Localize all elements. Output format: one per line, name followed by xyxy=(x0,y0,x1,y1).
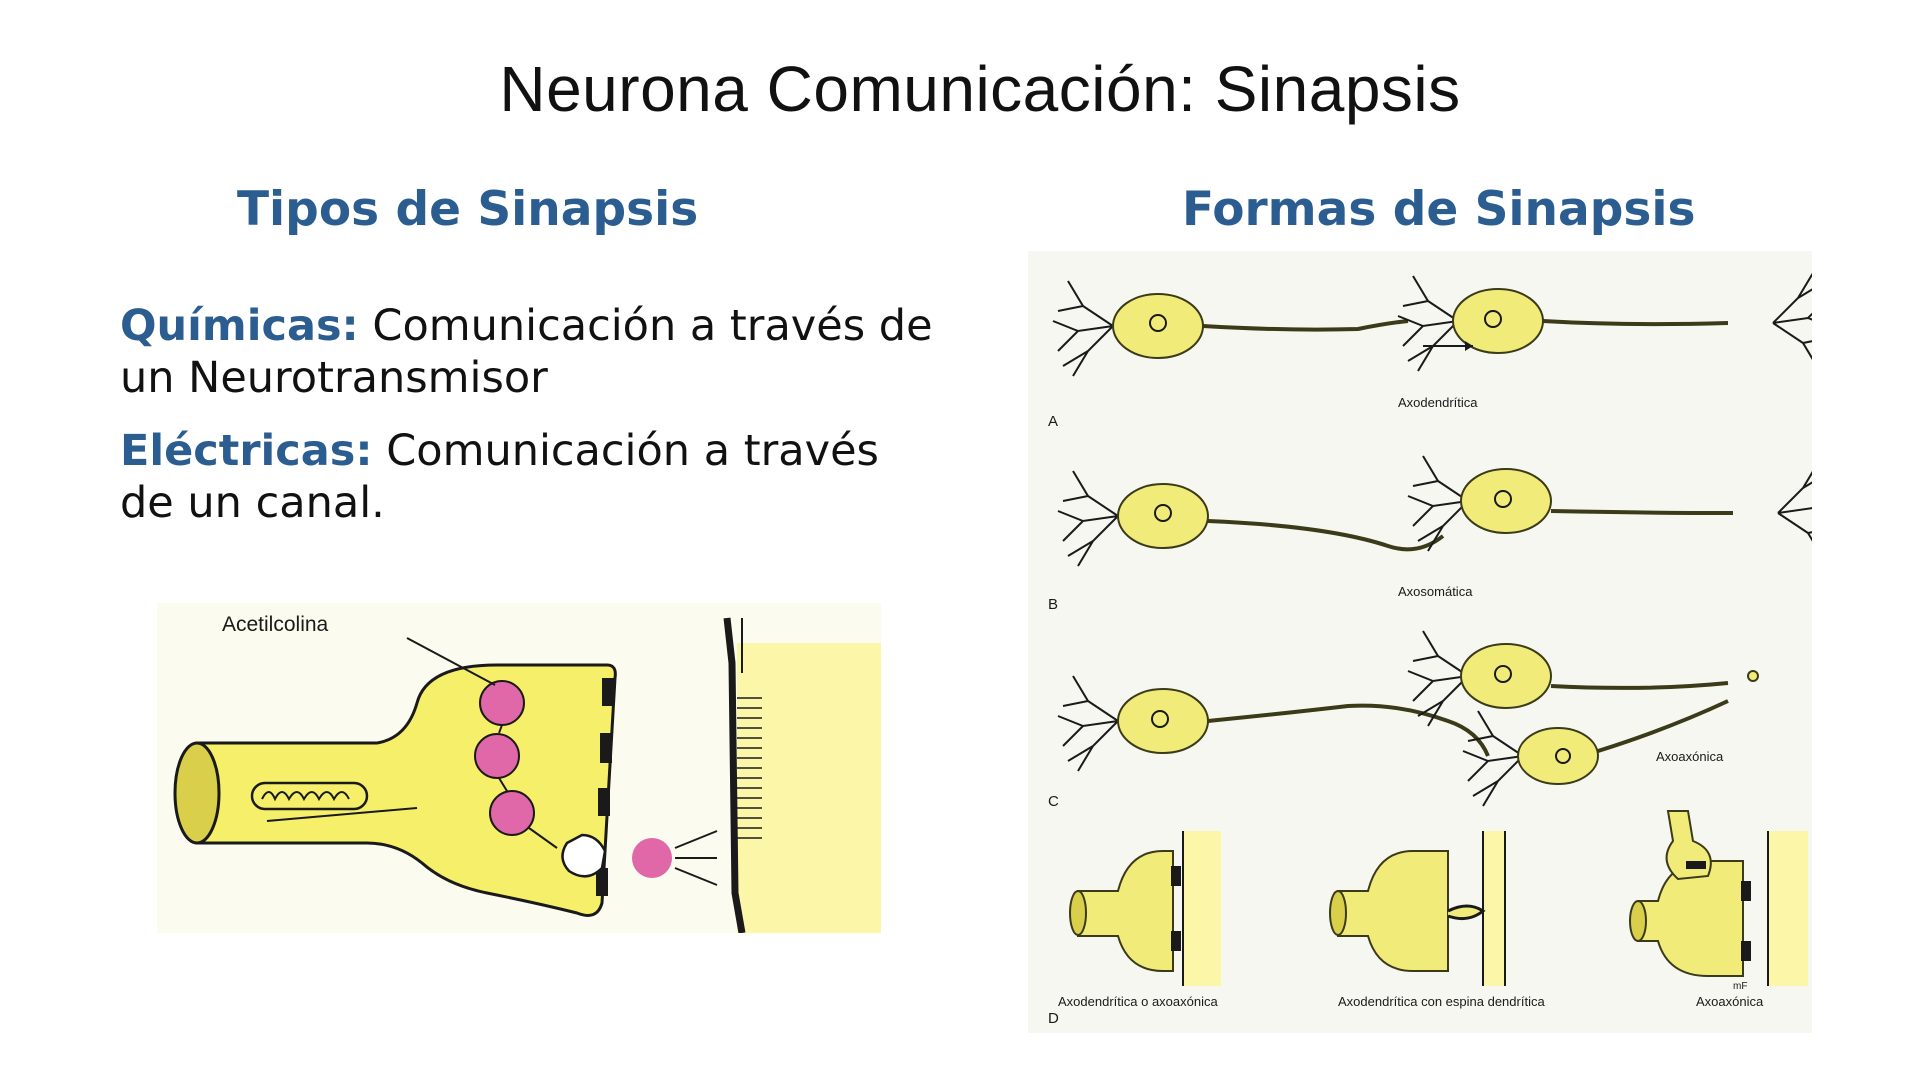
fusing-vesicle xyxy=(561,833,607,878)
arrow-head xyxy=(1465,341,1473,351)
vesicle xyxy=(479,680,525,726)
neuron-soma xyxy=(1460,643,1552,709)
mitochondrion-cristae xyxy=(261,791,350,802)
axon xyxy=(1550,509,1734,515)
caption-axoaxonica: Axoaxónica xyxy=(1656,749,1724,764)
chemical-description: Comunicación a través de un Neurotransmi… xyxy=(120,301,933,403)
axon xyxy=(1597,699,1729,753)
postsynaptic-membrane xyxy=(723,617,746,934)
terminal xyxy=(1077,850,1174,972)
axon xyxy=(1550,681,1729,690)
chemical-term: Químicas: xyxy=(120,301,359,351)
nucleus xyxy=(1154,504,1172,522)
caption-d3: Axoaxónica xyxy=(1696,994,1764,1009)
neuron-soma xyxy=(1517,727,1599,785)
types-heading: Tipos de Sinapsis xyxy=(237,182,699,237)
axon xyxy=(1542,319,1729,327)
artist-signature: mF xyxy=(1733,981,1747,992)
synapse-forms-illustration: Axodendrítica A Axosomática B xyxy=(1048,272,1839,1027)
panel-b: Axosomática B xyxy=(1048,455,1839,613)
axon xyxy=(1207,519,1445,552)
panel-letter-b: B xyxy=(1048,596,1058,613)
released-transmitter xyxy=(632,838,672,878)
caption-axosomatica: Axosomática xyxy=(1398,584,1473,599)
acetylcholine-label: Acetilcolina xyxy=(222,613,329,636)
nucleus xyxy=(1494,490,1512,508)
electrical-term: Eléctricas: xyxy=(120,426,373,476)
dendritic-spine xyxy=(1447,904,1486,921)
microtubule xyxy=(266,807,418,822)
flow-arrows xyxy=(406,637,718,886)
active-zones xyxy=(596,678,614,896)
nucleus xyxy=(1494,665,1512,683)
receptor-fringe xyxy=(737,697,762,839)
panel-a: Axodendrítica A xyxy=(1048,272,1834,430)
neuron-soma xyxy=(1460,468,1552,534)
axon-terminal xyxy=(195,663,617,917)
axon xyxy=(1207,703,1490,757)
neuron-soma xyxy=(1112,293,1204,359)
nucleus xyxy=(1149,314,1167,332)
slide-title: Neurona Comunicación: Sinapsis xyxy=(499,53,1461,125)
axon-terminal xyxy=(1747,670,1759,682)
synapse-terminal-figure: Acetilcolina xyxy=(157,603,881,934)
terminal xyxy=(1637,860,1744,977)
terminal xyxy=(1337,850,1449,972)
synapse-forms-figure: Axodendrítica A Axosomática B xyxy=(1028,251,1839,1033)
caption-d1: Axodendrítica o axoaxónica xyxy=(1058,994,1218,1009)
axon-cut-end xyxy=(173,741,221,845)
electrical-synapse-text: Eléctricas: Comunicación a través de un … xyxy=(120,425,940,529)
electrical-description: Comunicación a través de un canal. xyxy=(120,426,879,528)
forms-heading: Formas de Sinapsis xyxy=(1182,182,1696,237)
synapse-terminal-illustration: Acetilcolina xyxy=(173,613,881,934)
axon xyxy=(1202,319,1409,332)
vesicle xyxy=(489,790,535,836)
panel-c: Axoaxónica C xyxy=(1048,630,1759,810)
nucleus xyxy=(1555,748,1571,764)
panel-letter-a: A xyxy=(1048,413,1058,430)
neuron-soma xyxy=(1117,688,1209,754)
caption-d2: Axodendrítica con espina dendrítica xyxy=(1338,994,1545,1009)
neuron-soma xyxy=(1117,483,1209,549)
postsynaptic-region xyxy=(1183,831,1221,986)
panel-letter-c: C xyxy=(1048,793,1059,810)
caption-axodendritica: Axodendrítica xyxy=(1398,395,1478,410)
mitochondrion xyxy=(250,781,369,811)
nucleus xyxy=(1484,310,1502,328)
chemical-synapse-text: Químicas: Comunicación a través de un Ne… xyxy=(120,300,940,404)
vesicle xyxy=(474,733,520,779)
nucleus xyxy=(1151,710,1169,728)
panel-letter-d: D xyxy=(1048,1010,1059,1027)
panel-d: Axodendrítica o axoaxónica Axodendrítica… xyxy=(1048,810,1808,1027)
